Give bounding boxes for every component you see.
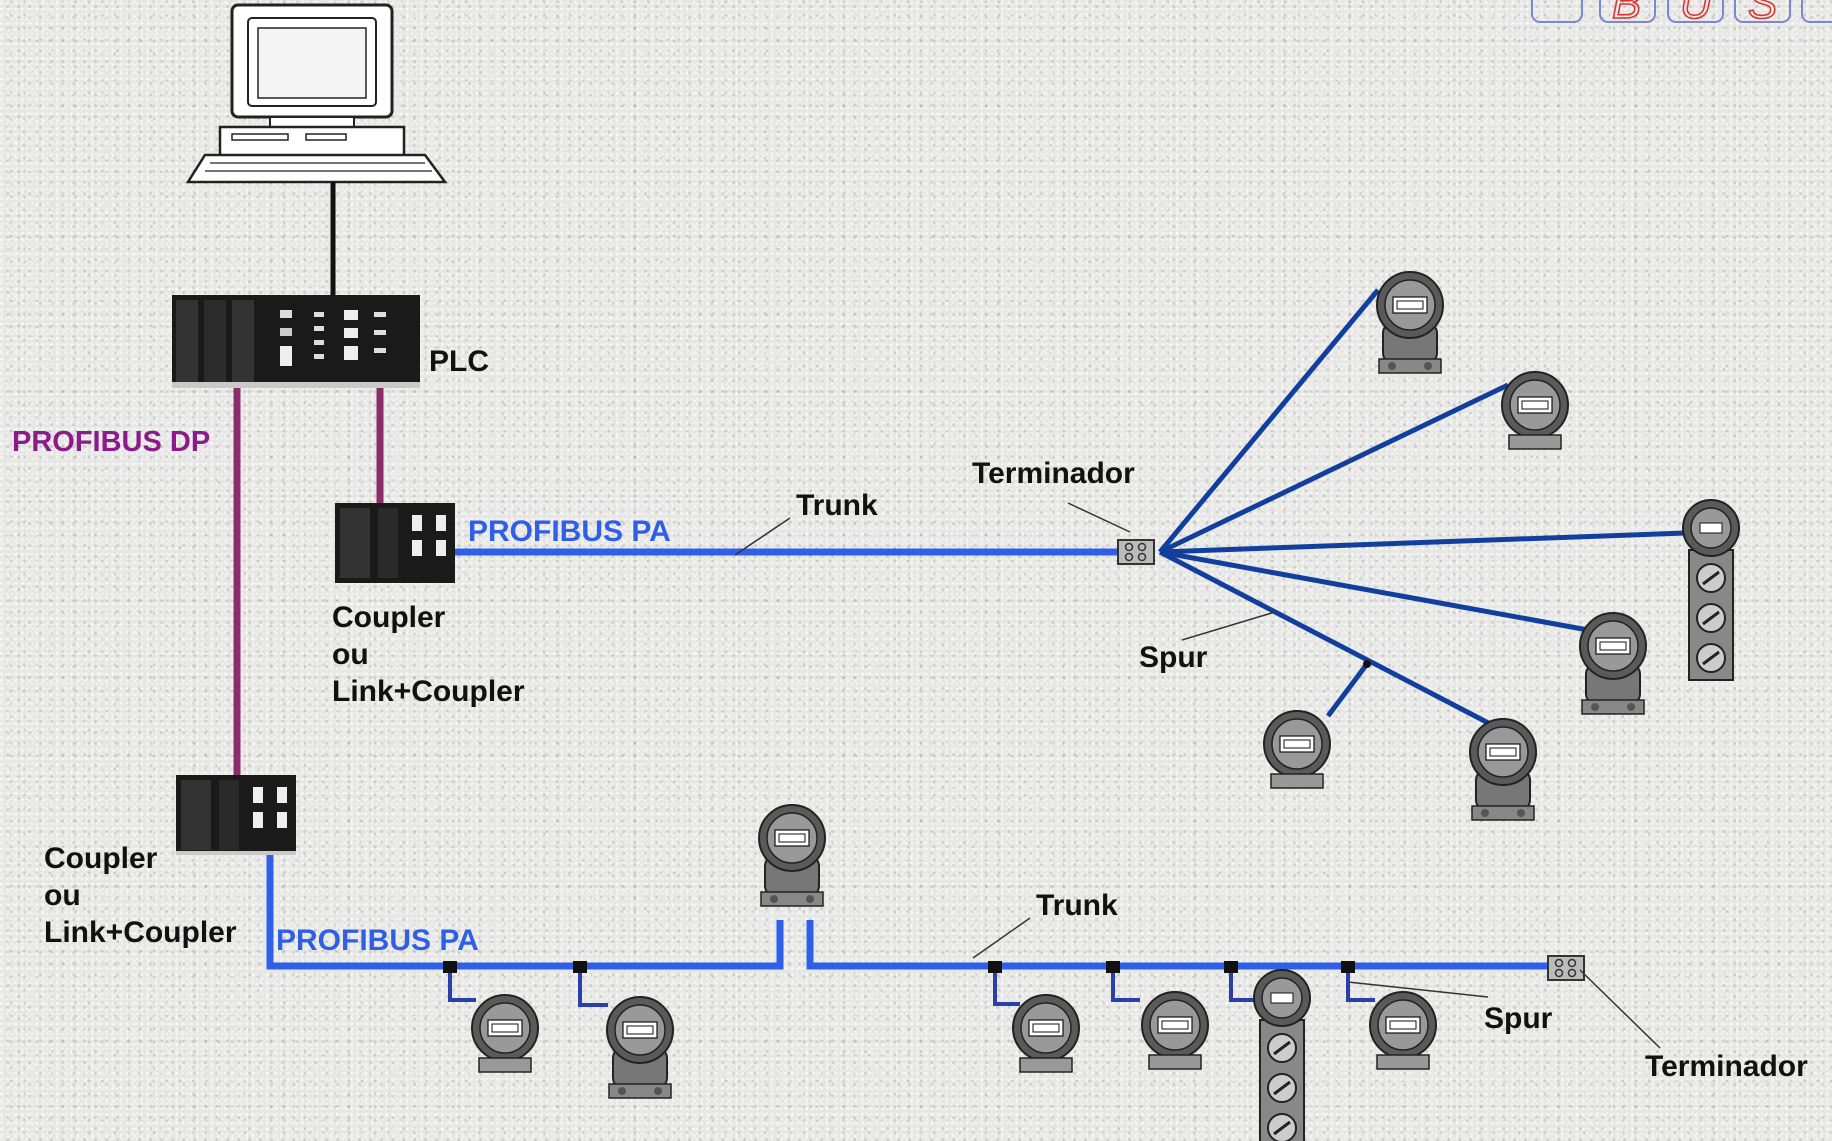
profibus-dp-label: PROFIBUS DP [12,426,210,458]
terminador-label-bottom: Terminador [1645,1050,1808,1083]
transmitter-top-1 [1377,272,1443,373]
transmitter-bottom-4 [1142,992,1208,1069]
plc-label: PLC [429,345,489,378]
trunk-label-top: Trunk [796,489,878,522]
plc-rack [172,295,420,388]
transmitter-top-2 [1502,372,1568,449]
spur-label-top: Spur [1139,641,1208,674]
transmitter-bottom-3 [1013,995,1079,1072]
logo-letter-b: B [1612,0,1641,28]
spur-junction [1363,660,1371,668]
coupler-top-label-line2: ou [332,638,369,671]
coupler-top-label-line1: Coupler [332,601,446,634]
terminator-top-pointer [1068,503,1130,532]
transmitter-top-5 [1264,711,1330,788]
coupler-top-label-line3: Link+Coupler [332,675,525,708]
terminador-label-top: Terminador [972,457,1135,490]
profibus-logo: B U S [1532,0,1832,28]
valve-positioner-top [1683,500,1739,680]
terminator-bottom-pointer [1580,970,1660,1048]
terminator-top [1118,540,1154,564]
valve-positioner-bottom [1254,970,1310,1141]
spur-label-bottom: Spur [1484,1002,1553,1035]
transmitter-bottom-2 [607,997,673,1098]
coupler-bottom-label-line3: Link+Coupler [44,916,237,949]
profibus-pa-label-top: PROFIBUS PA [468,515,671,548]
transmitter-top-4 [1470,719,1536,820]
transmitter-bottom-1 [472,995,538,1072]
coupler-bottom-label-line2: ou [44,879,81,912]
logo-letter-s: S [1748,0,1777,28]
trunk-bottom-pointer [973,918,1030,958]
computer-icon [188,5,445,182]
trunk-label-bottom: Trunk [1036,889,1118,922]
profibus-pa-label-bottom: PROFIBUS PA [276,924,479,957]
coupler-top [335,503,455,583]
logo-letter-u: U [1680,0,1712,28]
transmitter-bottom-5 [1370,992,1436,1069]
spur-top-pointer [1182,612,1275,640]
transmitter-top-3 [1580,613,1646,714]
coupler-bottom-label-line1: Coupler [44,842,158,875]
coupler-bottom [176,775,296,855]
terminator-bottom [1548,956,1584,980]
transmitter-bottom-center [759,805,825,906]
